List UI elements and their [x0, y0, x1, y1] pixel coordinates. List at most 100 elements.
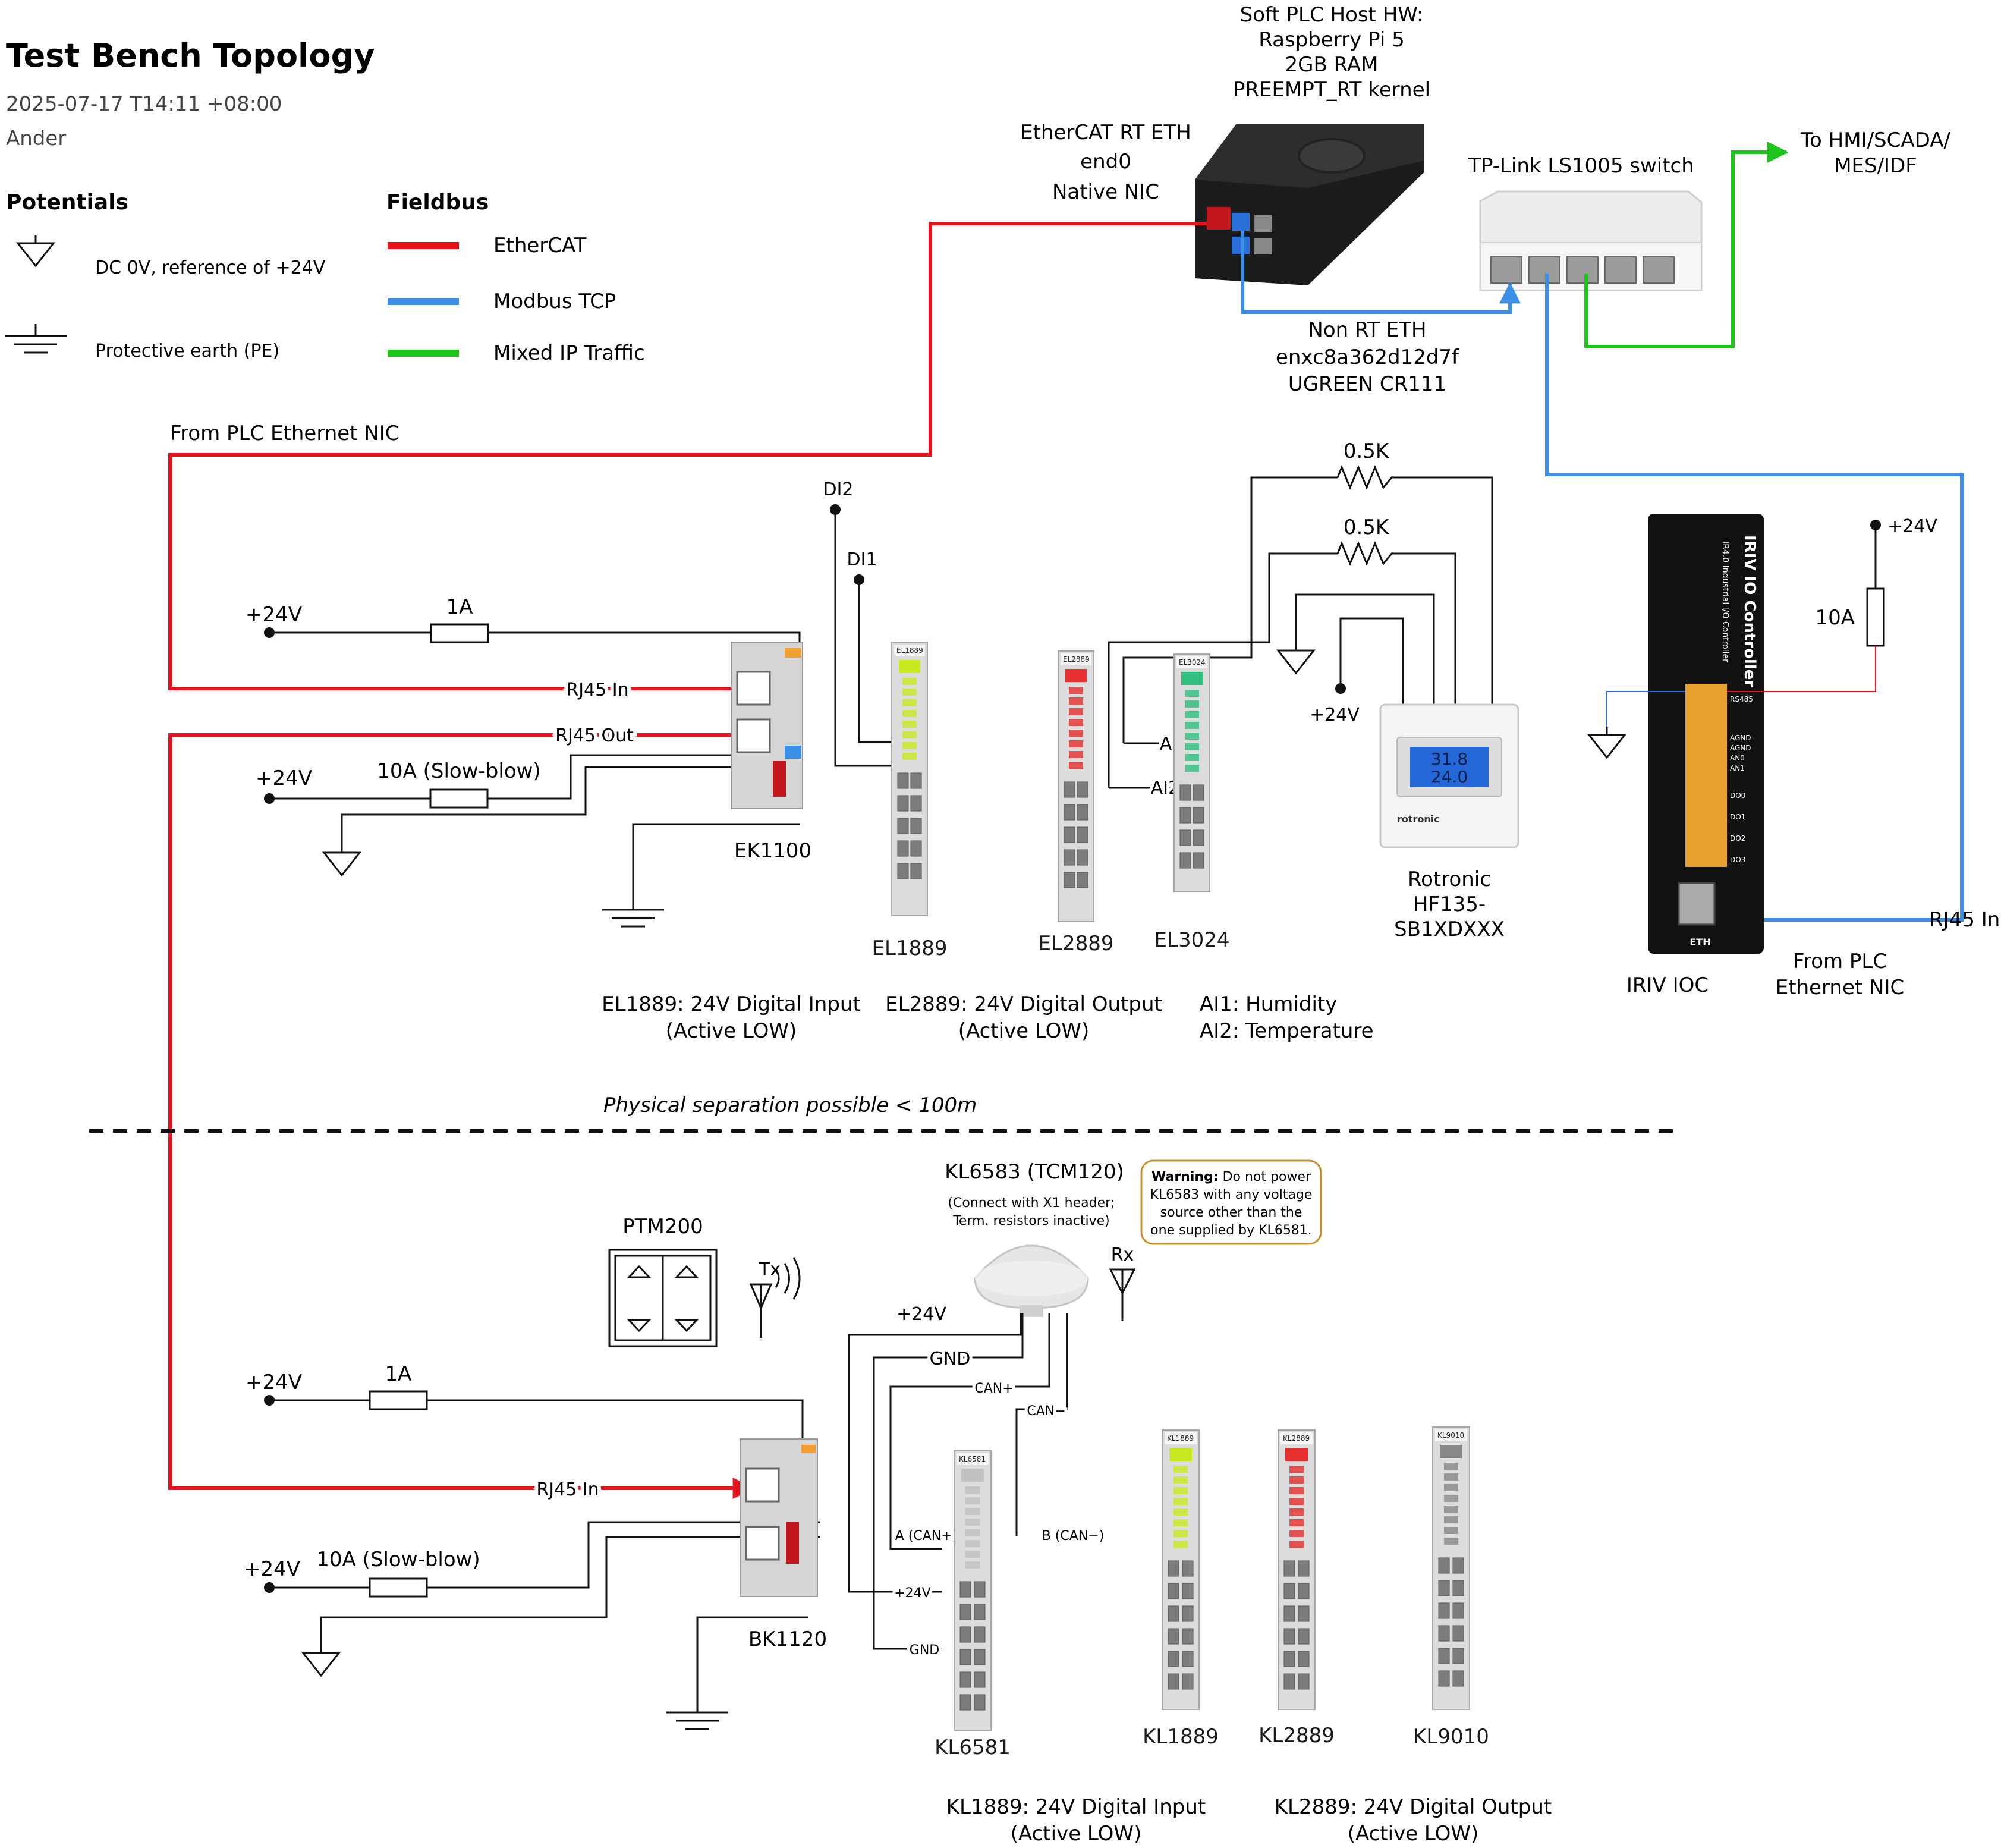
kl2889-label: KL2889: [1259, 1724, 1335, 1748]
bottom-io-modules: KL6581KL6581KL1889KL1889KL2889KL2889KL90…: [935, 1426, 1489, 1759]
warning-line-4: one supplied by KL6581.: [1150, 1223, 1312, 1238]
fuse-10a-top: [429, 788, 489, 809]
rocker-up-icon: [674, 1265, 699, 1278]
author: Ander: [6, 127, 66, 150]
protective-earth-icon: [4, 323, 68, 354]
el3024-desc-2: AI2: Temperature: [1200, 1019, 1374, 1043]
ethercat-cable-bottom: [168, 733, 754, 1499]
kl6581-tag: KL6581: [959, 1455, 986, 1463]
fuse-1a-top-label: 1A: [446, 595, 473, 619]
host-spec-3: 2GB RAM: [1285, 53, 1379, 77]
modbus-cable-host: [1241, 231, 1521, 314]
supply-24v-bottom-2: +24V: [244, 1557, 300, 1581]
el1889-desc-1: EL1889: 24V Digital Input: [602, 992, 861, 1016]
host-spec-1: Soft PLC Host HW:: [1240, 3, 1424, 27]
sensor-brand: rotronic: [1397, 813, 1440, 825]
kl1889-label: KL1889: [1143, 1725, 1219, 1749]
fieldbus-title: Fieldbus: [386, 190, 489, 215]
from-plc-label: From PLC Ethernet NIC: [170, 422, 399, 445]
ground-icon: [302, 1643, 340, 1677]
kl2889-led-strip: [1285, 1448, 1308, 1461]
supply-24v-top-2: +24V: [256, 766, 312, 790]
network-switch: TP-Link LS1005 switch To HMI/SCADA/ MES/…: [1468, 128, 1950, 291]
resistor-2-label: 0.5K: [1344, 516, 1390, 539]
wire-canm-label: CAN−: [1027, 1404, 1065, 1419]
legend-modbus: Modbus TCP: [493, 290, 616, 313]
kl9010-terminal: KL9010: [1432, 1426, 1470, 1710]
ethernet-port-icon: [1207, 207, 1231, 230]
supply-24v-bottom-1: +24V: [246, 1371, 302, 1394]
fieldbus-cables: RJ45 In: [168, 142, 2000, 1499]
page-title: Test Bench Topology: [6, 37, 375, 74]
wire-gnd-label: GND: [930, 1349, 971, 1369]
el2889-tag: EL2889: [1063, 655, 1090, 664]
fuse-1a-bottom-label: 1A: [385, 1362, 412, 1386]
svg-text:CAN+: CAN+: [974, 1381, 1013, 1396]
el2889-terminal: EL2889: [1058, 650, 1094, 922]
ptm200-switch: [608, 1249, 718, 1347]
rx-label: Rx: [1111, 1244, 1134, 1265]
wire-canp-label: CAN+: [974, 1381, 1013, 1396]
uplink-label-2: MES/IDF: [1834, 154, 1917, 178]
ptm200-label: PTM200: [622, 1215, 703, 1239]
fuse-10a-bottom: [369, 1577, 428, 1598]
potential-pe: Protective earth (PE): [95, 341, 279, 362]
potential-dc0v: DC 0V, reference of +24V: [95, 257, 326, 278]
kl6581-terminal: KL6581: [954, 1450, 992, 1731]
host-pc: Soft PLC Host HW: Raspberry Pi 5 2GB RAM…: [1020, 3, 1459, 396]
svg-text:RJ45 In: RJ45 In: [536, 1479, 599, 1500]
bottom-bench: PTM200 Tx KL6583 (TCM120) (Connect with …: [244, 1159, 1552, 1846]
non-rt-nic-1: Non RT ETH: [1308, 318, 1426, 342]
switch-label: TP-Link LS1005 switch: [1468, 154, 1694, 178]
bk1120-coupler: [740, 1438, 818, 1597]
iriv-rj45-in: RJ45 In: [1929, 908, 2000, 932]
svg-text:+24V: +24V: [894, 1586, 930, 1601]
top-bench: From PLC Ethernet NIC +24V 1A +24V 10A (…: [170, 422, 1519, 1043]
iriv-fuse-label: 10A: [1815, 606, 1855, 630]
sensor-ground-icon: [1277, 641, 1315, 674]
iriv-name: IRIV IOC: [1626, 973, 1709, 997]
tx-label: Tx: [759, 1259, 781, 1280]
iriv-ground-icon: [1588, 725, 1626, 759]
kl6583-title: KL6583 (TCM120): [945, 1160, 1124, 1184]
sensor-display-2: 24.0: [1431, 767, 1468, 787]
protective-earth-icon: [665, 1699, 729, 1730]
el3024-label: EL3024: [1154, 928, 1230, 952]
svg-text:RJ45 In: RJ45 In: [566, 680, 628, 700]
rotronic-sensor: 31.8 24.0 rotronic: [1379, 703, 1519, 848]
rocker-up-icon: [627, 1265, 652, 1278]
ek1100-label: EK1100: [734, 839, 811, 863]
iriv-io-7: DO2: [1730, 834, 1745, 843]
iriv-io-0: RS485: [1730, 695, 1753, 703]
iriv-from-plc-2: Ethernet NIC: [1776, 976, 1904, 1000]
potentials-title: Potentials: [6, 190, 128, 215]
pin-gnd-label: GND: [910, 1643, 939, 1658]
resistor-1: [1122, 465, 1493, 743]
ethercat-cable-top: [168, 222, 1207, 699]
el3024-desc-1: AI1: Humidity: [1200, 992, 1337, 1016]
ek1100-rj45-in: RJ45 In: [566, 680, 628, 700]
resistor-2: [1108, 541, 1456, 788]
host-spec-2: Raspberry Pi 5: [1259, 28, 1404, 52]
el2889-label: EL2889: [1039, 932, 1114, 956]
warning-line-1: Do not power: [1223, 1170, 1311, 1184]
kl1889-led-strip: [1169, 1448, 1192, 1461]
kl9010-led-strip: [1440, 1445, 1462, 1458]
header: Test Bench Topology 2025-07-17 T14:11 +0…: [6, 37, 375, 150]
fuse-10a-bottom-label: 10A (Slow-blow): [316, 1548, 480, 1572]
el1889-label: EL1889: [872, 936, 948, 960]
svg-text:Warning: Do not power: Warning: Do not power: [1151, 1170, 1311, 1184]
kl9010-tag: KL9010: [1437, 1431, 1464, 1440]
iriv-io-3: AN0: [1730, 754, 1745, 762]
tx-antenna-icon: [749, 1257, 801, 1338]
el1889-led-strip: [899, 660, 920, 673]
iriv-from-plc-1: From PLC: [1793, 950, 1887, 973]
el2889-desc-1: EL2889: 24V Digital Output: [885, 992, 1162, 1016]
di1-label: DI1: [847, 549, 877, 570]
pin-a-label: A (CAN+): [895, 1529, 958, 1544]
fuse-1a-bottom: [369, 1390, 428, 1410]
svg-text:CAN−: CAN−: [1027, 1404, 1065, 1419]
sensor-name-3: SB1XDXXX: [1394, 917, 1505, 941]
rx-antenna-icon: [1109, 1268, 1136, 1321]
